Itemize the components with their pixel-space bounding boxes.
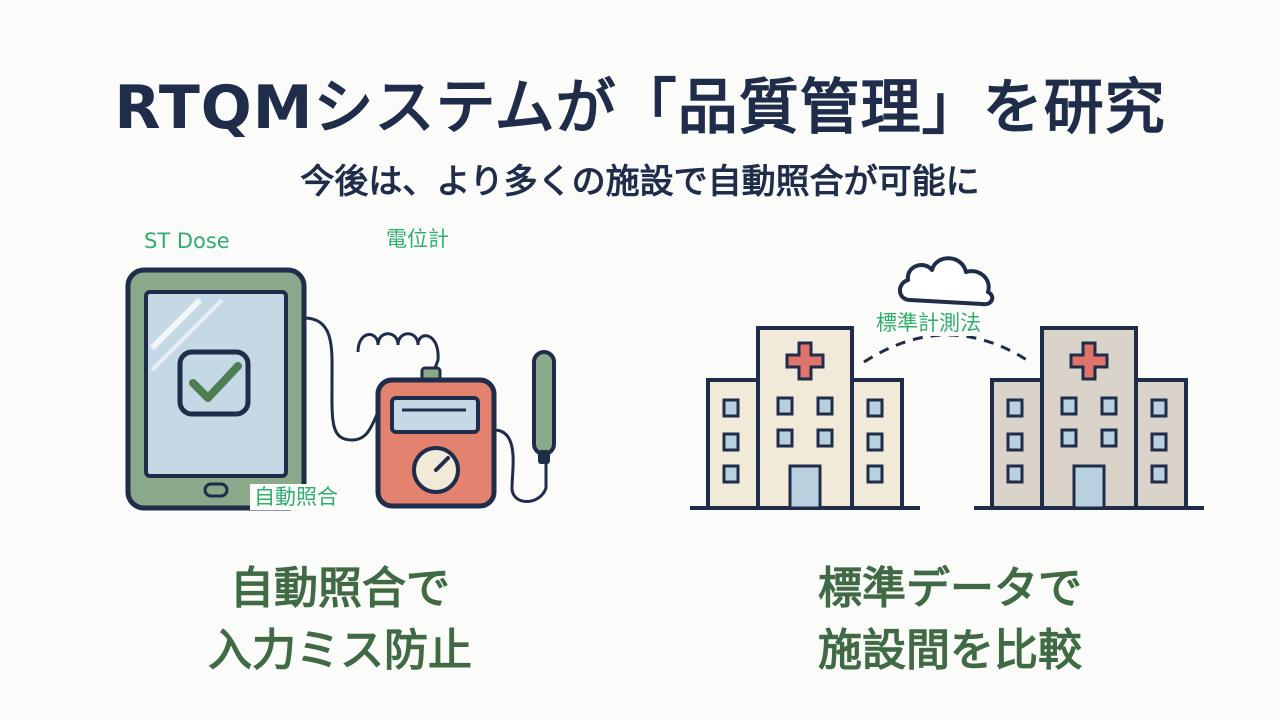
page-subtitle: 今後は、より多くの施設で自動照合が可能に <box>300 162 980 202</box>
caption-left: 自動照合で 入力ミス防止 <box>130 558 550 682</box>
cable-coils <box>356 332 440 383</box>
cable <box>303 316 380 442</box>
caption-left-line2: 入力ミス防止 <box>208 625 472 676</box>
caption-right: 標準データで 施設間を比較 <box>740 558 1160 682</box>
check-icon <box>177 349 251 417</box>
label-standard-method: 標準計測法 <box>874 310 983 336</box>
hospital-icon-left <box>706 326 904 510</box>
cloud-icon <box>898 256 995 307</box>
label-auto-match: 自動照合 <box>250 484 342 510</box>
probe-icon <box>532 350 556 464</box>
link-arc <box>863 333 1031 364</box>
caption-left-line1: 自動照合で <box>230 563 450 614</box>
probe-cable <box>493 428 548 503</box>
electrometer-icon <box>375 366 497 509</box>
hospital-icon-right <box>990 326 1188 510</box>
label-st-dose: ST Dose <box>144 229 230 253</box>
caption-right-line2: 施設間を比較 <box>818 625 1082 676</box>
label-electrometer: 電位計 <box>386 227 449 251</box>
caption-right-line1: 標準データで <box>818 563 1082 614</box>
page-title: RTQMシステムが「品質管理」を研究 <box>114 73 1166 143</box>
